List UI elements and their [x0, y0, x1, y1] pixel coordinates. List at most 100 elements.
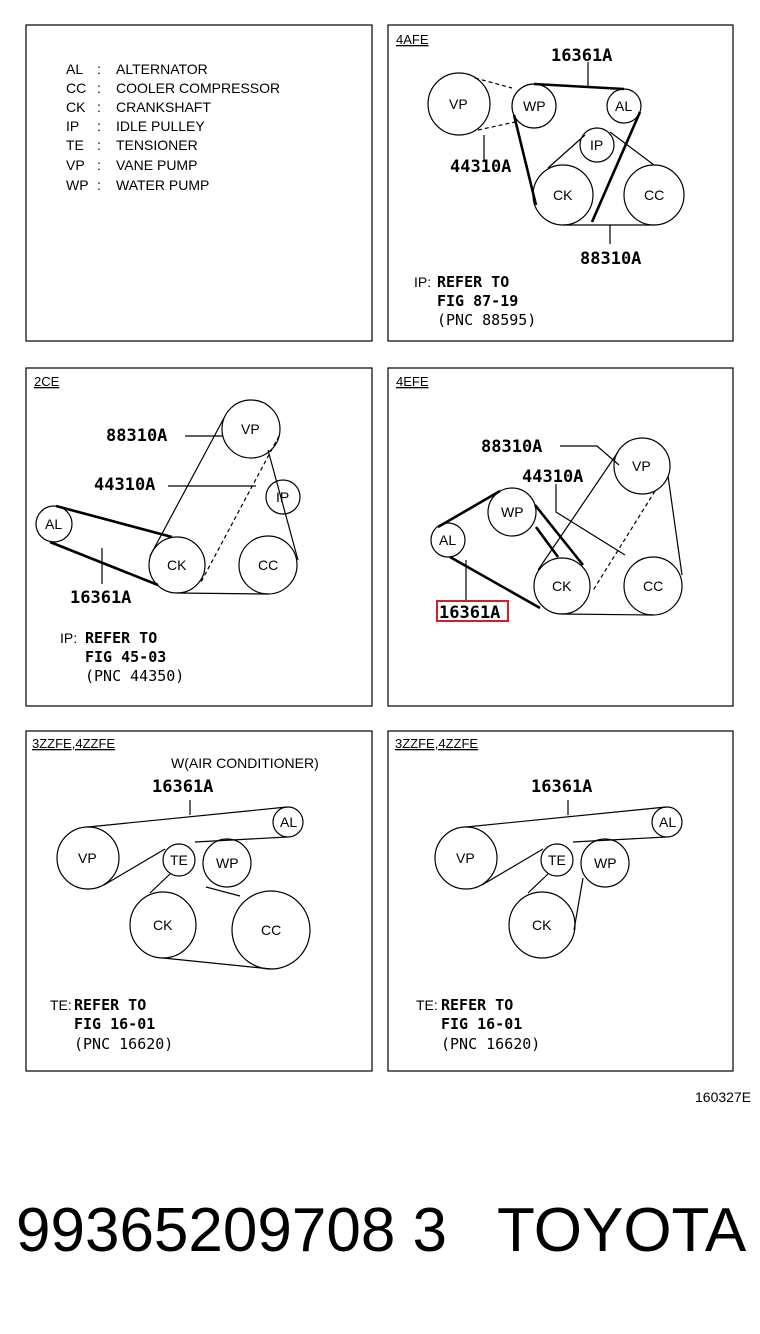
note-line: (PNC 16620)	[441, 1035, 540, 1053]
note-line: FIG 87-19	[437, 292, 518, 310]
pulley-te[interactable]	[162, 843, 196, 877]
note-line: (PNC 88595)	[437, 311, 536, 329]
belt-16361a	[49, 540, 159, 587]
pulley-al[interactable]	[272, 806, 304, 838]
pulley-label: CK	[553, 187, 573, 203]
legend-sep: :	[97, 99, 101, 115]
panel-4efe-frame	[387, 367, 734, 707]
pulley-ip[interactable]	[265, 479, 301, 515]
panel-3zzfe-frame	[387, 730, 734, 1072]
belt-routing-diagram: AL : ALTERNATOR CC : COOLER COMPRESSOR C…	[25, 24, 734, 1072]
panel-4efe: 4EFE VP WP AL CK CC 88310A 44	[396, 374, 683, 623]
pulley-label: CC	[644, 187, 664, 203]
note-line: REFER TO	[74, 996, 146, 1014]
pulley-label: WP	[216, 855, 239, 871]
legend-name: ALTERNATOR	[116, 61, 208, 77]
belt-16361a	[162, 957, 272, 970]
panel-4afe-frame	[387, 24, 734, 342]
note-line: (PNC 44350)	[85, 667, 184, 685]
belt-16361a	[55, 504, 173, 539]
panel-3zzfe-ac: 3ZZFE,4ZZFE W(AIR CONDITIONER) AL VP TE …	[32, 736, 319, 1053]
legend-code: AL	[66, 61, 83, 77]
pulley-vp[interactable]	[613, 437, 671, 495]
part-number-label[interactable]: 44310A	[450, 157, 511, 177]
legend-sep: :	[97, 177, 101, 193]
legend-code: VP	[66, 157, 85, 173]
legend-sep: :	[97, 80, 101, 96]
part-number-label[interactable]: 88310A	[580, 249, 641, 269]
belt-44310a	[474, 77, 513, 89]
legend-name: IDLE PULLEY	[116, 118, 205, 134]
belt-16361a	[481, 848, 544, 886]
part-number-label[interactable]: 16361A	[531, 777, 592, 797]
belt-16361a	[149, 873, 171, 894]
pulley-label: WP	[594, 855, 617, 871]
pulley-al[interactable]	[35, 505, 73, 543]
leader-line	[560, 445, 620, 466]
pulley-wp[interactable]	[202, 838, 252, 888]
legend-sep: :	[97, 137, 101, 153]
note-prefix: IP:	[414, 274, 431, 290]
pulley-vp[interactable]	[221, 399, 281, 459]
belt-16361a	[465, 806, 667, 828]
pulley-label: WP	[501, 504, 524, 520]
belt-16361a	[533, 504, 585, 566]
pulley-label: VP	[456, 850, 475, 866]
engine-label: 2CE	[34, 374, 60, 389]
note-line: FIG 16-01	[441, 1015, 522, 1033]
belt-44310a	[176, 592, 269, 595]
note-prefix: IP:	[60, 630, 77, 646]
note-line: FIG 16-01	[74, 1015, 155, 1033]
note-line: FIG 45-03	[85, 648, 166, 666]
pulley-al[interactable]	[430, 522, 466, 558]
note-line: REFER TO	[85, 629, 157, 647]
pulley-vp[interactable]	[427, 72, 491, 136]
part-number-label[interactable]: 44310A	[94, 475, 155, 495]
panel-2ce: 2CE VP IP AL CK CC 88310A 44310A	[34, 374, 301, 685]
belt-88310a	[537, 451, 619, 571]
pulley-al[interactable]	[651, 806, 683, 838]
note-prefix: TE:	[50, 997, 72, 1013]
legend-name: VANE PUMP	[116, 157, 197, 173]
belt-44310a	[477, 121, 516, 131]
belt-16361a	[437, 489, 501, 529]
part-number-label[interactable]: 88310A	[481, 437, 542, 457]
legend-sep: :	[97, 61, 101, 77]
engine-label: 3ZZFE,4ZZFE	[395, 736, 478, 751]
pulley-label: CK	[167, 557, 187, 573]
part-number-label[interactable]: 16361A	[70, 588, 131, 608]
legend-code: CK	[66, 99, 86, 115]
pulley-ip[interactable]	[579, 127, 615, 163]
part-number-label[interactable]: 88310A	[106, 426, 167, 446]
pulley-label: CC	[261, 922, 281, 938]
belt-16361a	[449, 555, 541, 610]
pulley-te[interactable]	[540, 843, 574, 877]
pulley-label: IP	[590, 137, 603, 153]
note-line: REFER TO	[437, 273, 509, 291]
pulley-label: AL	[659, 814, 676, 830]
part-number-label-highlighted[interactable]: 16361A	[439, 603, 500, 623]
engine-label: 3ZZFE,4ZZFE	[32, 736, 115, 751]
pulley-label: IP	[276, 489, 289, 505]
belt-88310a	[547, 134, 586, 169]
belt-16361a	[512, 114, 538, 206]
pulley-label: CK	[153, 917, 173, 933]
note-line: (PNC 16620)	[74, 1035, 173, 1053]
pulley-wp[interactable]	[580, 838, 630, 888]
belt-16361a	[103, 848, 166, 886]
panel-3zzfe: 3ZZFE,4ZZFE AL VP TE WP CK 16361A TE: RE…	[395, 736, 683, 1053]
belt-88310a	[609, 131, 655, 166]
highlight-box[interactable]	[436, 600, 509, 622]
part-number: 99365209708 3	[16, 1196, 448, 1265]
part-number-label[interactable]: 16361A	[551, 46, 612, 66]
part-number-label[interactable]: 16361A	[152, 777, 213, 797]
legend-sep: :	[97, 157, 101, 173]
part-number-label[interactable]: 44310A	[522, 467, 583, 487]
legend: AL : ALTERNATOR CC : COOLER COMPRESSOR C…	[66, 61, 280, 193]
legend-name: WATER PUMP	[116, 177, 209, 193]
pulley-label: VP	[241, 421, 260, 437]
legend-code: TE	[66, 137, 84, 153]
pulley-label: VP	[632, 458, 651, 474]
pulley-wp[interactable]	[487, 487, 537, 537]
